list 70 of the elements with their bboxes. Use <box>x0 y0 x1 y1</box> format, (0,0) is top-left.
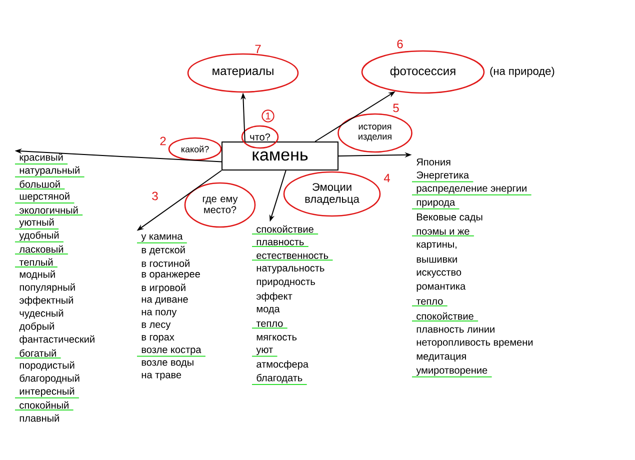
underlined-word: возле костра <box>136 348 206 357</box>
word: природность <box>256 280 315 288</box>
word: на траве <box>142 372 182 380</box>
word: в игровой <box>142 284 186 294</box>
callout-number: 5 <box>393 104 399 112</box>
underlined-word: распределение энергии <box>412 186 532 196</box>
underlined-word: природа <box>412 200 460 210</box>
word: атмосфера <box>256 360 308 370</box>
word: картины, <box>416 242 456 250</box>
underlined-word: теплый <box>14 258 58 268</box>
underlined-word: благодать <box>252 374 308 385</box>
underlined-word: большой <box>14 180 66 190</box>
callout-number: 3 <box>152 192 158 200</box>
word: в гостиной <box>142 259 190 267</box>
underlined-word: спокойствие <box>252 225 319 234</box>
underlined-word: богатый <box>14 349 62 358</box>
word: в детской <box>142 246 185 256</box>
underlined-word: тепло <box>252 321 288 329</box>
underlined-word: спокойствие <box>412 312 479 322</box>
word: на полу <box>142 310 177 318</box>
word: чудесный <box>20 309 64 319</box>
word: в горах <box>142 335 174 342</box>
underlined-word: шерстяной <box>14 192 75 204</box>
underlined-word: естественность <box>252 253 334 261</box>
underlined-word: экологичный <box>14 206 84 216</box>
underlined-word: ласковый <box>14 245 68 254</box>
word: романтика <box>416 284 466 292</box>
underlined-word: интересный <box>14 387 80 398</box>
underlined-word: уют <box>252 348 278 357</box>
callout-number: 4 <box>384 174 390 182</box>
word: плавный <box>20 414 59 422</box>
word: на диване <box>142 297 188 305</box>
underlined-word: плавность <box>252 240 309 248</box>
word: благородный <box>20 374 80 384</box>
word: медитация <box>416 354 466 362</box>
callout-number: 7 <box>255 44 261 54</box>
word: натуральность <box>256 266 324 274</box>
underlined-word: Энергетика <box>412 171 474 182</box>
word: эффект <box>256 292 292 302</box>
callout-number: 2 <box>160 136 166 146</box>
note-text: (на природе) <box>490 66 554 78</box>
word: эффектный <box>19 296 73 306</box>
word: добрый <box>19 322 54 332</box>
underlined-word: поэмы и же <box>412 229 474 236</box>
word: популярный <box>20 283 75 293</box>
word: плавность линии <box>416 327 494 333</box>
word: возле воды <box>142 360 194 368</box>
word: искусство <box>416 270 462 278</box>
word: Япония <box>416 158 450 166</box>
word: фантастический <box>20 335 94 345</box>
underlined-word: тепло <box>412 299 448 306</box>
center-box: камень <box>222 142 338 170</box>
word: вышивки <box>416 257 457 263</box>
word: Вековые сады <box>417 214 482 222</box>
word: модный <box>20 270 55 280</box>
word: породистый <box>20 361 74 371</box>
underlined-word: красивый <box>14 153 68 164</box>
underlined-word: удобный <box>14 231 64 242</box>
underlined-word: умиротворение <box>412 368 492 378</box>
word: мягкость <box>256 335 297 341</box>
underlined-word: уютный <box>14 218 60 230</box>
underlined-word: спокойный <box>14 401 74 410</box>
underlined-word: у камина <box>136 234 188 244</box>
callout-number: 6 <box>397 40 403 48</box>
callout-number: 1 <box>262 110 274 122</box>
word: в оранжерее <box>142 272 200 280</box>
underlined-word: натуральный <box>14 166 85 178</box>
word: в лесу <box>142 322 171 330</box>
word: неторопливость времени <box>416 340 533 348</box>
word: мода <box>256 306 280 314</box>
